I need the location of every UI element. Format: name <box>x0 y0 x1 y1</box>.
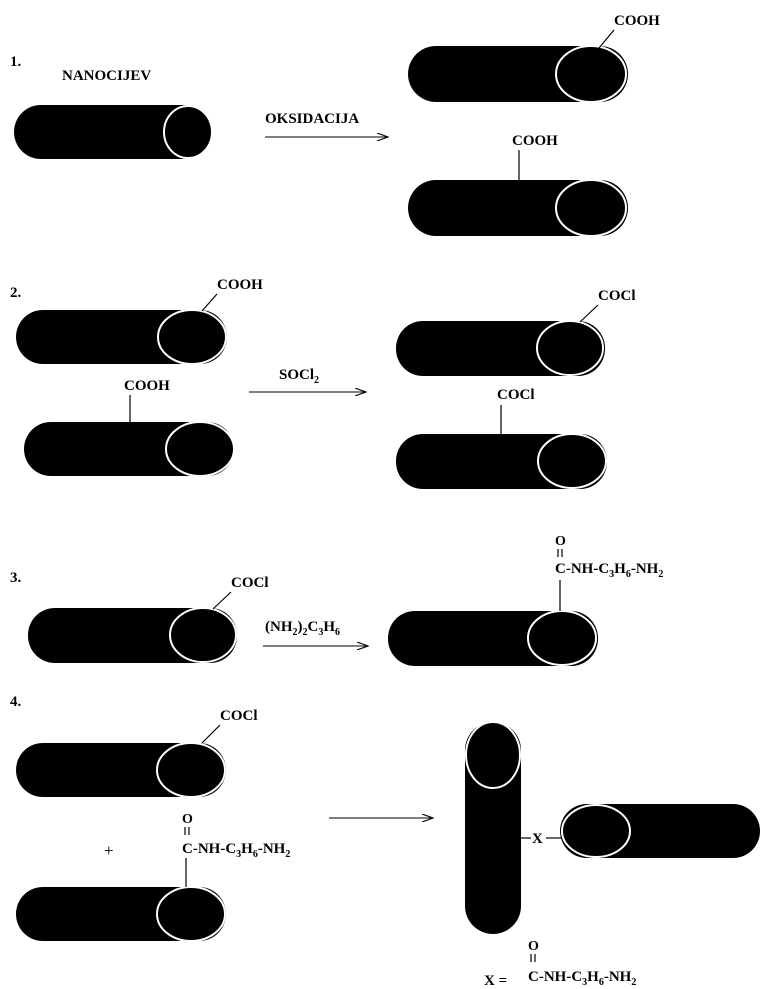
nanotube-end-cocl: COCl <box>28 575 269 663</box>
group-cocl: COCl <box>220 708 258 724</box>
nanotube-end-cooh: COOH <box>16 277 263 365</box>
group-cooh: COOH <box>217 277 263 293</box>
step-2-number: 2. <box>10 285 22 301</box>
nanotube-end-amide: O C-NH-C3H6-NH2 <box>388 534 663 666</box>
nanotube-label: NANOCIJEV <box>62 68 151 84</box>
step-4-number: 4. <box>10 694 22 710</box>
group-cooh: COOH <box>512 133 558 149</box>
linker-x: X <box>532 831 543 847</box>
nanotube-end-cocl: COCl <box>396 288 636 376</box>
definition-lhs: X = <box>484 973 507 989</box>
group-cooh: COOH <box>124 378 170 394</box>
nanotube-side-cooh: COOH <box>408 133 628 237</box>
nanotube-end-cooh: COOH <box>408 13 660 103</box>
group-cocl: COCl <box>598 288 636 304</box>
group-amide: C-NH-C3H6-NH2 <box>182 841 290 860</box>
nanotube-side-amide: O C-NH-C3H6-NH2 <box>16 812 290 942</box>
group-cocl: COCl <box>497 387 535 403</box>
oxygen-atom: O <box>555 534 566 549</box>
nanotube-horizontal <box>560 804 760 858</box>
nanotube-side-cocl: COCl <box>396 387 607 489</box>
nanotube-pristine <box>14 105 213 159</box>
group-cooh: COOH <box>614 13 660 29</box>
step-3-reagent: (NH2)2C3H6 <box>265 619 340 638</box>
linker-definition: X = O C-NH-C3H6-NH2 <box>484 939 636 989</box>
step-1-number: 1. <box>10 54 22 70</box>
group-cocl: COCl <box>231 575 269 591</box>
step-3-number: 3. <box>10 570 22 586</box>
nanotube-end-cocl: COCl <box>16 708 258 798</box>
nanotube-side-cooh: COOH <box>24 378 235 477</box>
nanotube-vertical <box>465 721 521 934</box>
step-2-reagent: SOCl2 <box>279 367 319 386</box>
plus-sign: + <box>104 841 114 860</box>
oxygen-atom: O <box>182 812 193 827</box>
oxygen-atom: O <box>528 939 539 954</box>
group-amide: C-NH-C3H6-NH2 <box>555 561 663 580</box>
step-1-reagent: OKSIDACIJA <box>265 111 359 127</box>
group-amide: C-NH-C3H6-NH2 <box>528 969 636 988</box>
